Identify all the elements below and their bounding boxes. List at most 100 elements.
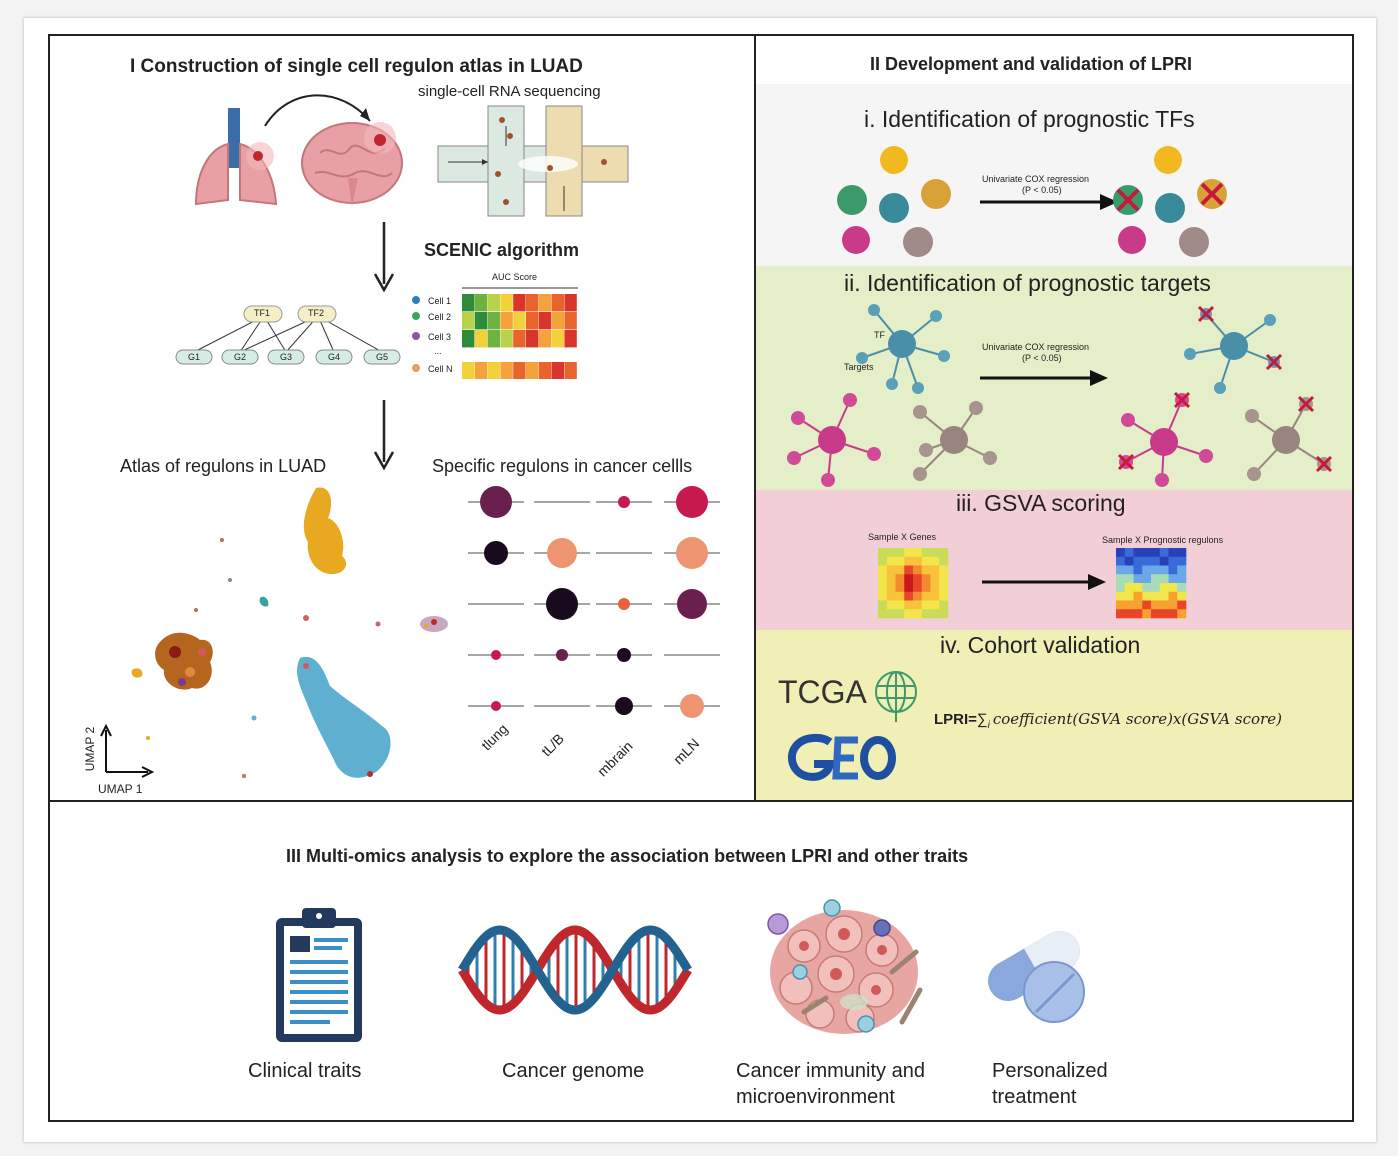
gene-node: G5: [376, 352, 389, 362]
band-gsva-scoring: iii. GSVA scoring Sample X Genes Sample …: [756, 490, 1352, 630]
heatmap-cell: [930, 609, 940, 619]
cox-p-label: (P < 0.05): [1022, 185, 1062, 195]
tf-circles-before: [837, 146, 951, 257]
heatmap-cell: [500, 294, 513, 312]
cancer-genome-label: Cancer genome: [502, 1060, 645, 1082]
cell-label: Cell 1: [428, 296, 452, 306]
panel2-title: II Development and validation of LPRI: [870, 54, 1193, 74]
heatmap-cell: [526, 362, 539, 379]
heatmap-cell: [1151, 600, 1161, 610]
network-tf-teal: [856, 304, 950, 394]
regulatory-network: [175, 305, 401, 365]
gene-node: G2: [234, 352, 247, 362]
auc-score-label: AUC Score: [492, 272, 538, 282]
heatmap-cell: [930, 574, 940, 584]
dot-plot-point: [618, 598, 630, 610]
heatmap-cell: [895, 609, 905, 619]
heatmap-cell: [1124, 548, 1134, 558]
heatmap-cell: [551, 312, 564, 330]
cancer-immunity-label-line1: Cancer immunity and: [736, 1060, 925, 1082]
panel3-title: III Multi-omics analysis to explore the …: [286, 846, 969, 866]
dot-plot-point: [480, 486, 512, 518]
heatmap-cell: [939, 600, 949, 610]
heatmap-cell: [513, 312, 526, 330]
heatmap-cell: [526, 312, 539, 330]
dot-plot-point: [484, 541, 508, 565]
dot-category-label: tL/B: [538, 730, 567, 760]
heatmap-cell: [1159, 600, 1169, 610]
personalized-treatment-line2: treatment: [992, 1086, 1077, 1108]
heatmap-cell: [1133, 574, 1143, 584]
heatmap-cell: [1116, 574, 1126, 584]
cox-label: Univariate COX regression: [982, 174, 1090, 184]
heatmap-cell: [921, 565, 931, 575]
heatmap-cell: [913, 591, 923, 601]
metastasis-arrow: [264, 94, 371, 127]
heatmap-cell: [1124, 574, 1134, 584]
cell-label-ellipsis: ...: [434, 346, 442, 356]
heatmap-cell: [895, 574, 905, 584]
heatmap-cell: [921, 556, 931, 566]
heatmap-cell: [1133, 556, 1143, 566]
cell-label: Cell 3: [428, 332, 452, 342]
heatmap-cell: [1124, 583, 1134, 593]
panel-multi-omics: III Multi-omics analysis to explore the …: [48, 800, 1354, 1122]
heatmap-cell: [462, 312, 475, 330]
formula-prefix: LPRI=: [934, 711, 977, 728]
heatmap-cell: [1133, 591, 1143, 601]
step2-title: ii. Identification of prognostic targets: [844, 270, 1211, 296]
heatmap-cell: [1116, 609, 1126, 619]
heatmap-cell: [1142, 600, 1152, 610]
umap-cluster-small: [420, 616, 448, 632]
heatmap-cell: [513, 330, 526, 348]
heatmap-cell: [462, 294, 475, 312]
heatmap-cell: [913, 600, 923, 610]
heatmap-cell: [1142, 565, 1152, 575]
heatmap-cell: [474, 312, 488, 330]
dot-plot-point: [618, 496, 630, 508]
heatmap-cell: [538, 362, 552, 379]
heatmap-cell: [878, 565, 888, 575]
heatmap-cell: [930, 556, 940, 566]
heatmap-cell: [921, 583, 931, 593]
heatmap-cell: [1116, 591, 1126, 601]
dot-plot-point: [676, 486, 708, 518]
dot-plot-point: [615, 697, 633, 715]
heatmap-cell: [1142, 583, 1152, 593]
sample-genes-label: Sample X Genes: [868, 532, 937, 542]
heatmap-cell: [921, 609, 931, 619]
dot-category-label: mbrain: [594, 737, 636, 780]
heatmap-cell: [500, 312, 513, 330]
heatmap-cell: [1159, 609, 1169, 619]
umap-y-label: UMAP 2: [83, 726, 98, 772]
scenic-label: SCENIC algorithm: [424, 240, 580, 260]
auc-heatmap: [462, 294, 577, 379]
heatmap-cell: [564, 294, 577, 312]
dot-plot-point: [676, 537, 708, 569]
heatmap-cell: [1133, 609, 1143, 619]
cox-arrow: [980, 370, 1108, 386]
heatmap-cell: [462, 362, 475, 379]
globe-icon: [875, 671, 917, 722]
heatmap-cell: [1168, 609, 1178, 619]
dot-plot-point: [680, 694, 704, 718]
heatmap-cell: [904, 565, 914, 575]
heatmap-cell: [939, 574, 949, 584]
step1-title: i. Identification of prognostic TFs: [864, 106, 1195, 132]
heatmap-cell: [1133, 548, 1143, 558]
heatmap-cell: [895, 565, 905, 575]
specific-regulons-label: Specific regulons in cancer cellls: [432, 456, 693, 476]
heatmap-cell: [1133, 600, 1143, 610]
network-pink-filtered: [1117, 391, 1213, 487]
heatmap-cell: [939, 591, 949, 601]
formula-sum: ∑: [976, 711, 988, 728]
heatmap-cell: [886, 574, 896, 584]
heatmap-cell: [1177, 600, 1187, 610]
heatmap-cell: [1151, 556, 1161, 566]
heatmap-cell: [939, 583, 949, 593]
umap-x-label: UMAP 1: [98, 782, 143, 796]
tf-node-1: TF1: [254, 308, 271, 318]
dna-strand: [458, 925, 692, 1015]
heatmap-cell: [930, 583, 940, 593]
